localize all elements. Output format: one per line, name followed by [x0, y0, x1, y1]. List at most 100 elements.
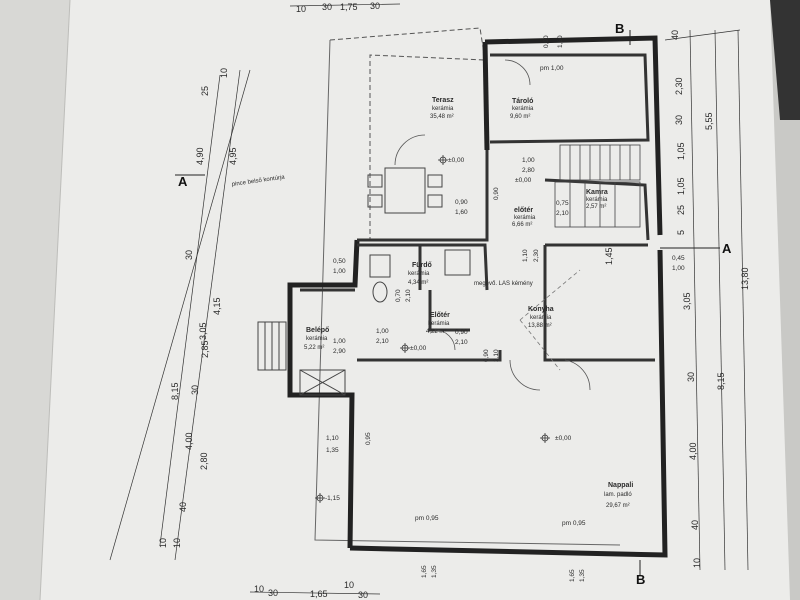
right-mid-1: 8,15	[716, 372, 726, 390]
svg-text:4,95: 4,95	[228, 147, 238, 165]
right-mid-0: 5,55	[704, 112, 714, 130]
svg-text:2,10: 2,10	[493, 349, 500, 362]
section-lines	[175, 30, 720, 575]
svg-text:40: 40	[178, 502, 188, 512]
room-tarolo: Tároló kerámia 9,60 m²	[510, 98, 534, 120]
svg-text:1,05: 1,05	[676, 177, 686, 195]
svg-text:10: 10	[296, 4, 306, 14]
bottom-dimensions: 10 30 1,65 10 30	[254, 580, 368, 600]
section-a-right: A	[722, 241, 732, 256]
svg-text:29,67 m²: 29,67 m²	[606, 503, 630, 509]
door-swings	[394, 59, 591, 391]
svg-text:6,66 m²: 6,66 m²	[512, 222, 532, 228]
svg-text:10: 10	[344, 580, 354, 590]
svg-text:0,90: 0,90	[483, 349, 490, 362]
svg-text:2,10: 2,10	[455, 339, 468, 346]
svg-text:4,90: 4,90	[195, 147, 205, 165]
svg-text:30: 30	[370, 1, 380, 11]
svg-text:1,45: 1,45	[604, 247, 614, 265]
svg-text:10: 10	[219, 68, 229, 78]
svg-text:10: 10	[254, 584, 264, 594]
level-marker-icons	[315, 155, 550, 503]
room-eloter: Előtér kerámia 4,22 m²	[426, 312, 450, 335]
svg-text:1,60: 1,60	[455, 209, 468, 216]
room-belepo: Belépő kerámia 5,22 m²	[304, 327, 329, 351]
svg-text:4,00: 4,00	[184, 432, 194, 450]
top-dimensions: 10 30 1,75 30	[296, 1, 380, 14]
svg-text:30: 30	[322, 2, 332, 12]
svg-text:kerámia: kerámia	[428, 321, 450, 327]
room-eloter-upper: előtér kerámia 6,66 m²	[512, 207, 536, 228]
svg-text:Terasz: Terasz	[432, 97, 454, 104]
svg-text:1,35: 1,35	[326, 447, 339, 454]
pm-top: pm 1,00	[540, 65, 564, 72]
dining-table	[367, 167, 443, 214]
svg-text:4,22 m²: 4,22 m²	[426, 329, 446, 335]
svg-text:1,75: 1,75	[340, 2, 358, 12]
svg-text:1,60: 1,60	[557, 35, 564, 48]
svg-text:0,90: 0,90	[543, 35, 550, 48]
exterior-walls	[287, 35, 668, 558]
svg-text:1,00: 1,00	[672, 265, 685, 272]
svg-text:kerámia: kerámia	[514, 215, 536, 221]
svg-text:25: 25	[676, 205, 686, 215]
svg-text:0,45: 0,45	[672, 255, 685, 262]
svg-text:kerámia: kerámia	[432, 106, 454, 112]
svg-text:Konyha: Konyha	[528, 306, 554, 313]
right-inner-dimensions: 40 2,30 30 1,05 25 1,05 5 1,45 3,05 30 4…	[604, 30, 702, 568]
svg-text:2,85: 2,85	[200, 340, 210, 358]
svg-text:10: 10	[692, 558, 702, 568]
svg-text:10: 10	[172, 538, 182, 548]
section-a-left: A	[178, 174, 188, 189]
svg-text:2,80: 2,80	[522, 167, 535, 174]
svg-text:Előtér: Előtér	[430, 312, 450, 319]
svg-text:3,05: 3,05	[682, 292, 692, 310]
svg-text:0,90: 0,90	[455, 199, 468, 206]
svg-text:0,50: 0,50	[333, 258, 346, 265]
svg-text:3,05: 3,05	[198, 322, 208, 340]
svg-text:kerámia: kerámia	[586, 197, 608, 203]
left-dimensions: 10 30 4,15 2,85 30 4,00 2,80 40 10 8,15 …	[158, 68, 238, 548]
svg-text:2,10: 2,10	[556, 210, 569, 217]
right-total: 13,80	[740, 267, 750, 290]
svg-text:0,90: 0,90	[455, 329, 468, 336]
level-terasz: ±0,00	[448, 157, 465, 164]
svg-text:0,95: 0,95	[365, 432, 372, 445]
svg-text:2,30: 2,30	[533, 249, 540, 262]
svg-text:30: 30	[358, 590, 368, 600]
svg-text:Nappali: Nappali	[608, 482, 633, 489]
svg-text:1,05: 1,05	[676, 142, 686, 160]
svg-text:35,48 m²: 35,48 m²	[430, 114, 454, 120]
desk-corner	[770, 0, 800, 120]
svg-text:1,00: 1,00	[333, 268, 346, 275]
svg-text:lam. padló: lam. padló	[604, 492, 632, 498]
svg-text:30: 30	[190, 385, 200, 395]
room-terasz: Terasz kerámia 35,48 m²	[430, 97, 454, 120]
svg-text:2,10: 2,10	[376, 338, 389, 345]
svg-text:0,75: 0,75	[556, 200, 569, 207]
svg-text:2,30: 2,30	[674, 77, 684, 95]
svg-text:5: 5	[676, 230, 686, 235]
site-line	[314, 39, 621, 546]
svg-text:2,10: 2,10	[405, 289, 412, 302]
section-b-bottom: B	[636, 572, 645, 587]
svg-text:2,57 m²: 2,57 m²	[586, 204, 606, 210]
svg-text:1,35: 1,35	[431, 565, 438, 578]
svg-text:Belépő: Belépő	[306, 327, 329, 334]
svg-text:9,60 m²: 9,60 m²	[510, 114, 530, 120]
level-outside: -1,15	[325, 495, 340, 502]
room-furdo: Fürdő kerámia 4,34 m²	[408, 262, 432, 286]
svg-text:kerámia: kerámia	[306, 336, 328, 342]
svg-text:1,65: 1,65	[310, 589, 328, 599]
svg-text:40: 40	[690, 520, 700, 530]
svg-text:30: 30	[184, 250, 194, 260]
terrace-outline	[329, 27, 486, 241]
svg-text:8,15: 8,15	[170, 382, 180, 400]
svg-text:13,88 m²: 13,88 m²	[528, 323, 552, 329]
paper-edge	[39, 0, 71, 600]
entrance-steps	[257, 321, 287, 371]
svg-text:40: 40	[670, 30, 680, 40]
kitchen-dash-lines	[519, 269, 581, 371]
svg-text:0,70: 0,70	[395, 289, 402, 302]
level-eloter: ±0,00	[410, 345, 427, 352]
